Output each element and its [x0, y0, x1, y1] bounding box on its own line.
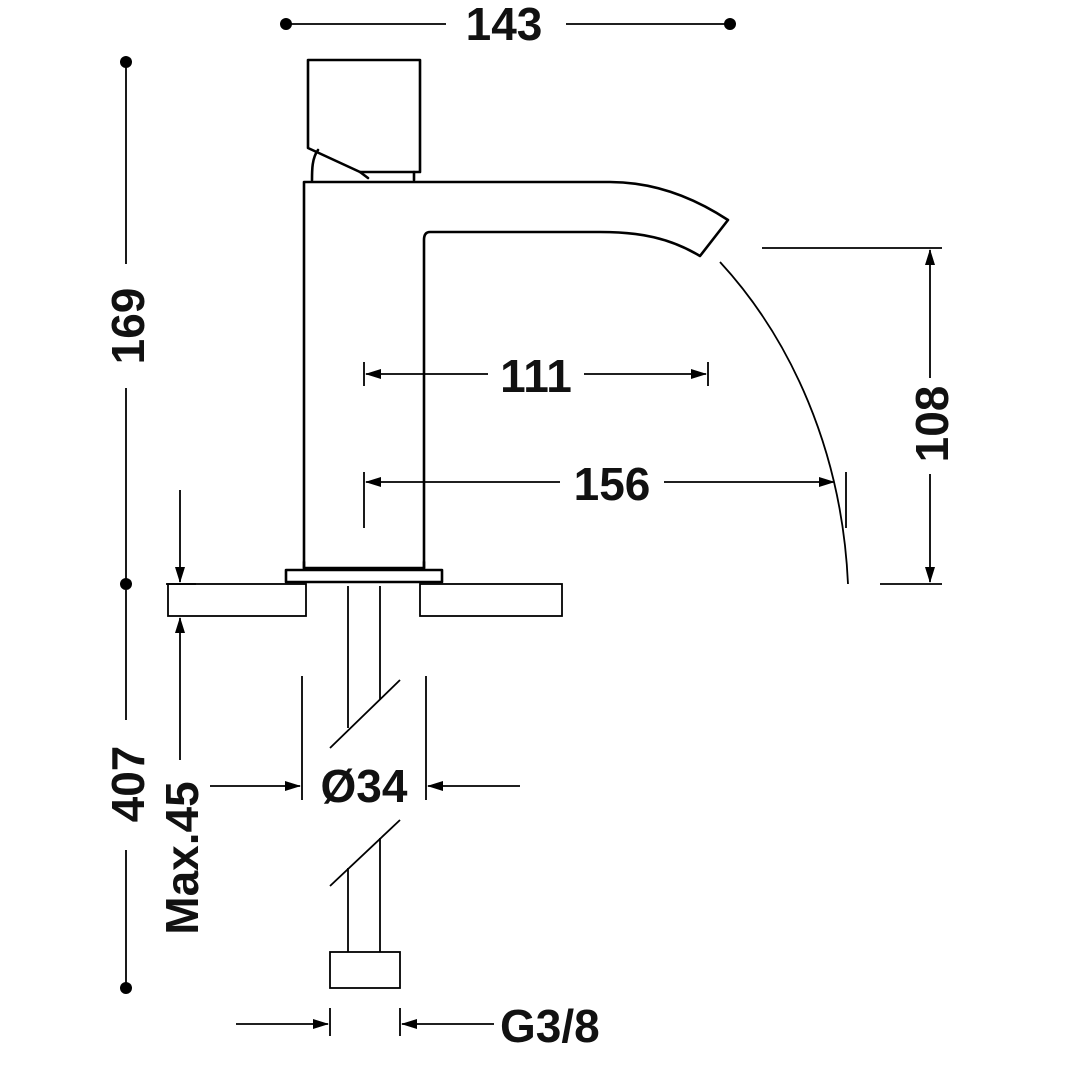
dim-spout-reach-inner-label: 111: [500, 350, 572, 402]
supply-tube: [329, 586, 401, 989]
tap-outline: [284, 58, 730, 584]
dim-body-height-label: 169: [102, 288, 154, 365]
dim-body-height: 169: [102, 56, 154, 590]
dim-deck-thickness: Max.45: [156, 490, 208, 935]
dim-overall-width-label: 143: [466, 0, 543, 50]
dim-deck-thickness-label: Max.45: [156, 781, 208, 934]
dim-spout-reach-outer: 156: [363, 458, 847, 528]
dim-spout-clearance-label: 108: [906, 386, 958, 463]
water-jet: [719, 261, 849, 585]
thread-connector: [329, 951, 401, 989]
dim-spout-reach-inner: 111: [363, 350, 709, 402]
dim-overall-width: 143: [280, 0, 736, 50]
dim-total-length-label: 407: [102, 746, 154, 823]
dim-body-diameter-label: Ø34: [321, 760, 408, 812]
dim-spout-clearance: 108: [762, 247, 958, 585]
lever-neck: [310, 148, 416, 182]
dim-connection-thread: G3/8: [236, 1000, 600, 1052]
dim-body-diameter: Ø34: [210, 676, 520, 812]
dim-total-length: 407: [102, 590, 154, 994]
tap-body: [302, 180, 730, 570]
countertop: [167, 583, 563, 617]
lever-handle: [306, 58, 422, 174]
dim-spout-reach-outer-label: 156: [574, 458, 651, 510]
base-ring: [284, 560, 444, 584]
dim-connection-thread-label: G3/8: [500, 1000, 600, 1052]
